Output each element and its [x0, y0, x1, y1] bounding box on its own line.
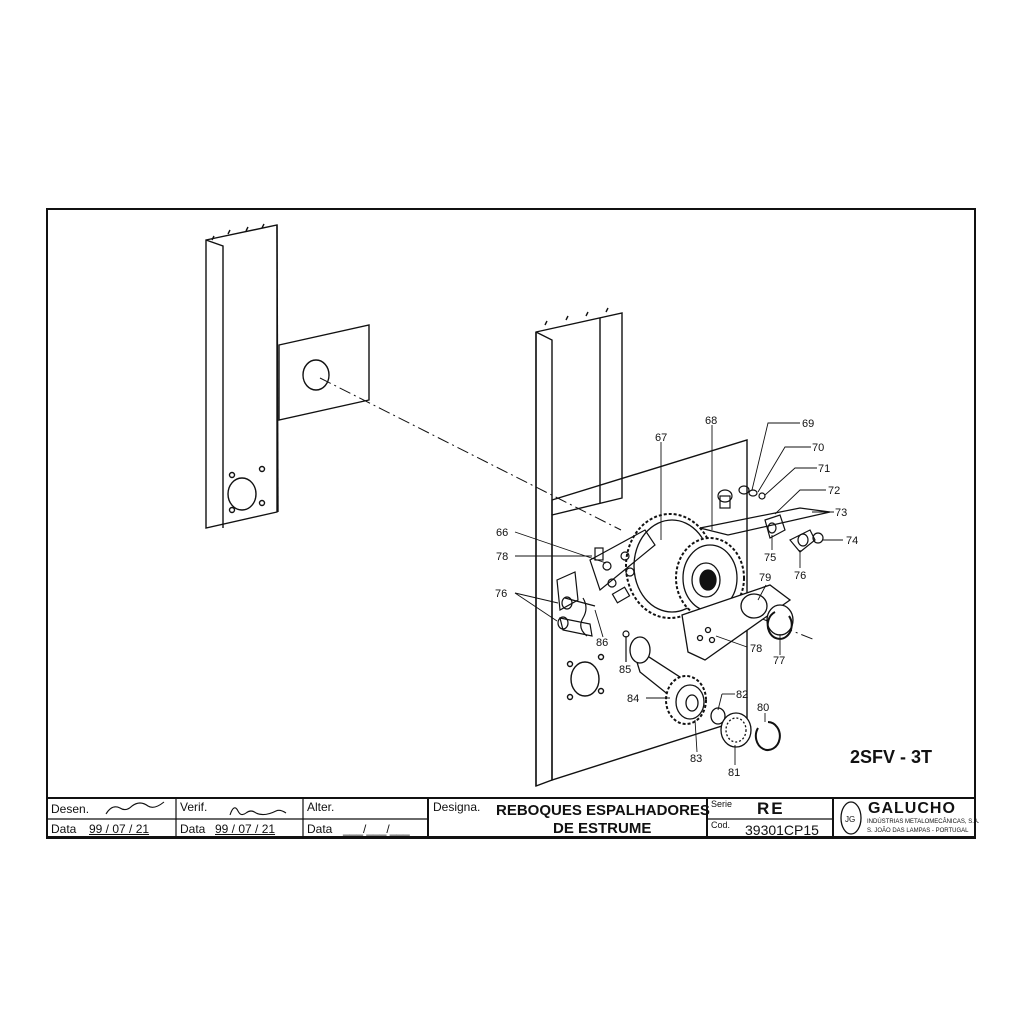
callout-70: 70: [812, 442, 824, 454]
company-address: S. JOÃO DAS LAMPAS - PORTUGAL: [867, 828, 969, 834]
alter-date: ___/___/___: [343, 822, 410, 836]
callout-85: 85: [619, 664, 631, 676]
sprocket-assembly: [625, 513, 745, 619]
company-logo: JG: [840, 801, 862, 835]
callout-79: 79: [759, 572, 771, 584]
company-subtitle: INDÚSTRIAS METALOMECÂNICAS, S.A.: [867, 819, 980, 825]
callout-74: 74: [846, 535, 858, 547]
company-name: GALUCHO: [868, 800, 956, 817]
cod-value: 39301CP15: [745, 822, 819, 838]
callout-71: 71: [818, 463, 830, 475]
verif-date: 99 / 07 / 21: [215, 822, 276, 836]
left-frame-post: [205, 223, 370, 529]
callout-80: 80: [757, 702, 769, 714]
callout-76-right: 76: [794, 570, 806, 582]
title-block-grid: [46, 797, 976, 839]
callout-78-lower: 78: [750, 643, 762, 655]
callout-75: 75: [764, 552, 776, 564]
axis-centerline: [319, 377, 622, 531]
callout-76-left: 76: [495, 588, 507, 600]
callout-83: 83: [690, 753, 702, 765]
drawing-frame: [46, 208, 976, 838]
callout-67: 67: [655, 432, 667, 444]
model-label: 2SFV - 3T: [850, 747, 932, 767]
callout-69: 69: [802, 418, 814, 430]
chain-tensioner-bracket: [556, 529, 656, 662]
callout-81: 81: [728, 767, 740, 779]
leader-lines: [514, 422, 843, 765]
alter-label: Alter.: [307, 800, 335, 814]
verif-label: Verif.: [180, 800, 208, 814]
cod-label: Cod.: [711, 820, 731, 830]
callout-82: 82: [736, 689, 748, 701]
desen-label: Desen.: [51, 802, 90, 816]
desen-date: 99 / 07 / 21: [89, 822, 150, 836]
desen-data-label: Data: [51, 822, 77, 836]
desen-signature: [105, 801, 165, 815]
callout-68: 68: [705, 415, 717, 427]
callout-66: 66: [496, 527, 508, 539]
callout-72: 72: [828, 485, 840, 497]
designa-label: Designa.: [433, 800, 481, 814]
verif-data-label: Data: [180, 822, 206, 836]
svg-text:JG: JG: [845, 815, 855, 824]
callout-73: 73: [835, 507, 847, 519]
drawing-title-line2: DE ESTRUME: [553, 820, 652, 837]
callout-86: 86: [596, 637, 608, 649]
callout-84: 84: [627, 693, 639, 705]
serie-label: Serie: [711, 799, 733, 809]
callout-numbers: 66 67 68 69 70 71 72 73 74 75 76 76 77 7…: [495, 415, 858, 779]
verif-signature: [229, 807, 287, 816]
serie-value: RE: [757, 799, 785, 818]
idler-assembly: [629, 611, 793, 751]
callout-78-upper: 78: [496, 551, 508, 563]
callout-77: 77: [773, 655, 785, 667]
right-frame-post: [535, 307, 623, 788]
alter-data-label: Data: [307, 822, 333, 836]
drawing-title-line1: REBOQUES ESPALHADORES: [496, 802, 710, 819]
